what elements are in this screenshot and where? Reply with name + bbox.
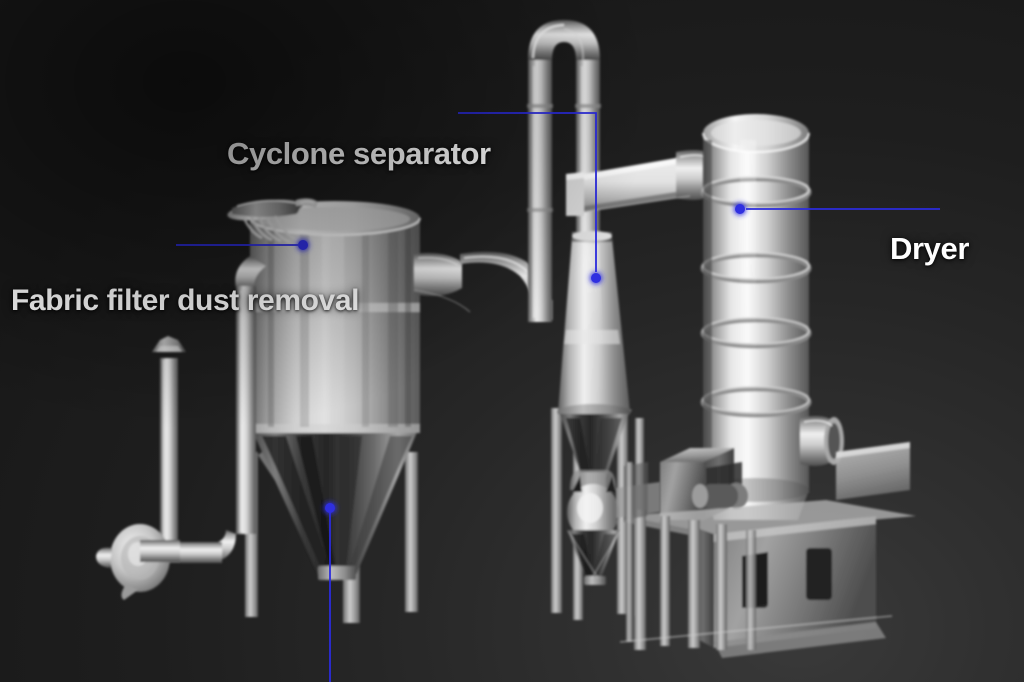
baghouse-inlet-elbow bbox=[235, 256, 266, 292]
leader-discharge bbox=[324, 502, 336, 682]
dryer-base bbox=[616, 442, 916, 658]
label-fabric-filter-dust-removal: Fabric filter dust removal bbox=[11, 284, 360, 317]
label-dryer: Dryer bbox=[890, 231, 969, 266]
rotary-valve bbox=[567, 470, 619, 540]
base-posts bbox=[634, 510, 756, 650]
pulse-jet-manifold bbox=[227, 198, 318, 244]
leader-cyclone bbox=[458, 112, 602, 284]
baghouse-side-nozzle bbox=[414, 253, 462, 296]
air-heater bbox=[660, 448, 748, 520]
cross-duct bbox=[566, 150, 723, 216]
leader-dryer bbox=[734, 203, 940, 215]
label-cyclone-separator: Cyclone separator bbox=[227, 136, 491, 171]
induced-draft-fan-assembly bbox=[96, 336, 186, 600]
dryer-column bbox=[700, 114, 844, 520]
fabric-filter-baghouse bbox=[156, 198, 471, 623]
annotation-leaders bbox=[176, 112, 940, 682]
leader-fabric-filter bbox=[176, 239, 309, 251]
